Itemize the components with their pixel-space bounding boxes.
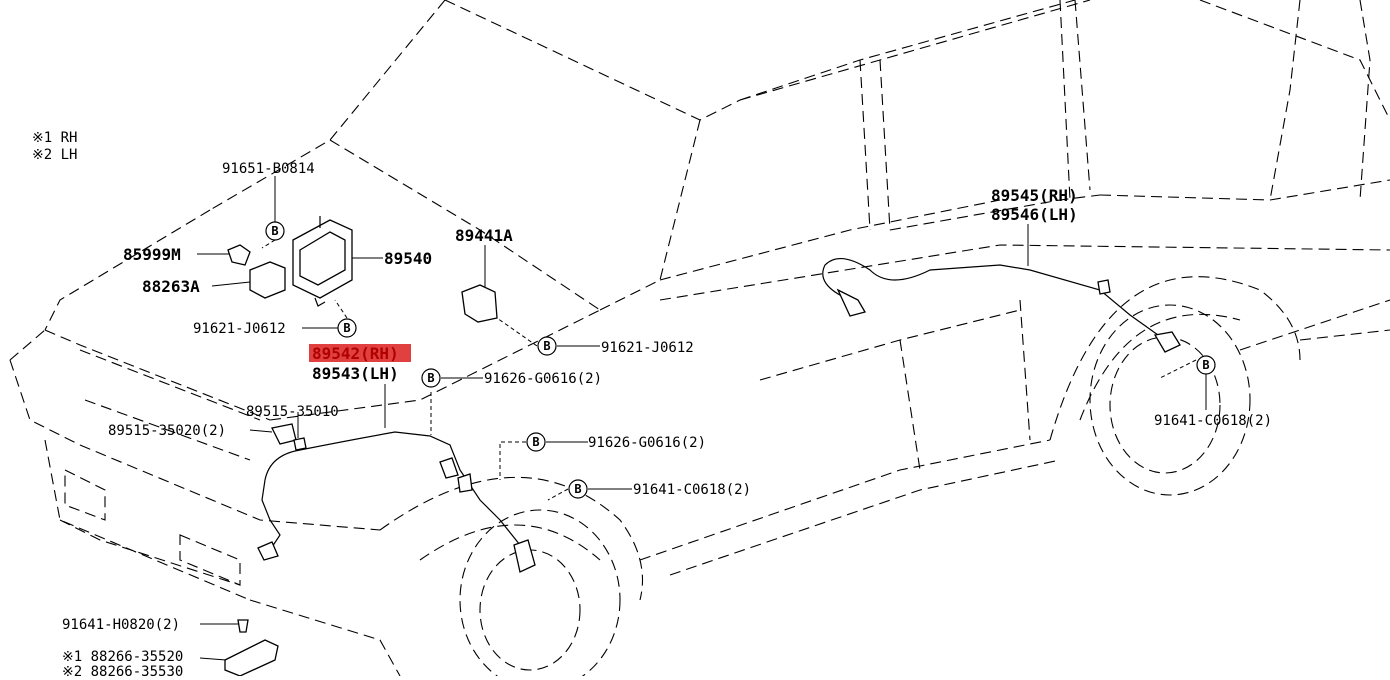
callout-b-1: B	[265, 221, 285, 241]
label-88266-35530[interactable]: ※2 88266-35530	[62, 664, 183, 680]
label-91621-j0612-b[interactable]: 91621-J0612	[601, 340, 694, 356]
label-91641-c0618-a[interactable]: 91641-C0618(2)	[633, 482, 751, 498]
relay-88263a	[249, 261, 286, 299]
label-89546-lh[interactable]: 89546(LH)	[991, 205, 1078, 224]
rear-speed-sensor-harness	[822, 258, 1181, 353]
svg-text:B: B	[532, 435, 539, 449]
label-85999m[interactable]: 85999M	[123, 245, 181, 264]
label-88266-35520[interactable]: ※1 88266-35520	[62, 649, 183, 665]
label-91621-j0612-a[interactable]: 91621-J0612	[193, 321, 286, 337]
yaw-sensor-89441a	[461, 284, 498, 323]
label-89540[interactable]: 89540	[384, 249, 432, 268]
label-89545-rh[interactable]: 89545(RH)	[991, 186, 1078, 205]
label-89542-rh[interactable]: 89542(RH)	[312, 344, 399, 363]
bracket-85999m	[227, 244, 251, 266]
callout-b-7: B	[1196, 355, 1216, 375]
leader-lines	[197, 176, 1207, 661]
callout-b-3: B	[537, 336, 557, 356]
vehicle-outline	[9, 0, 1390, 680]
label-89441a[interactable]: 89441A	[455, 226, 513, 245]
callout-b-5: B	[526, 432, 546, 452]
label-89515-35010[interactable]: 89515-35010	[246, 404, 339, 420]
callout-b-2: B	[337, 318, 357, 338]
callout-b-4: B	[421, 368, 441, 388]
label-89543-lh[interactable]: 89543(LH)	[312, 364, 399, 383]
label-91651-b0814[interactable]: 91651-B0814	[222, 161, 315, 177]
label-89515-35020[interactable]: 89515-35020(2)	[108, 423, 226, 439]
svg-text:B: B	[427, 371, 434, 385]
svg-text:B: B	[543, 339, 550, 353]
label-88263a[interactable]: 88263A	[142, 277, 200, 296]
svg-text:B: B	[574, 482, 581, 496]
label-91641-c0618-b[interactable]: 91641-C0618(2)	[1154, 413, 1272, 429]
callout-b-6: B	[568, 479, 588, 499]
highlight-89542	[309, 344, 411, 362]
note-rh: ※1 RH	[32, 130, 77, 146]
svg-text:B: B	[1202, 358, 1209, 372]
bolt-91641-h0820	[237, 619, 249, 633]
label-91641-h0820[interactable]: 91641-H0820(2)	[62, 617, 180, 633]
svg-text:B: B	[343, 321, 350, 335]
note-lh: ※2 LH	[32, 147, 77, 163]
label-91626-g0616-b[interactable]: 91626-G0616(2)	[588, 435, 706, 451]
bracket-88266	[224, 639, 279, 677]
svg-text:B: B	[271, 224, 278, 238]
label-91626-g0616-a[interactable]: 91626-G0616(2)	[484, 371, 602, 387]
front-speed-sensor-harness	[257, 423, 536, 573]
abs-ecu-module	[292, 216, 353, 307]
